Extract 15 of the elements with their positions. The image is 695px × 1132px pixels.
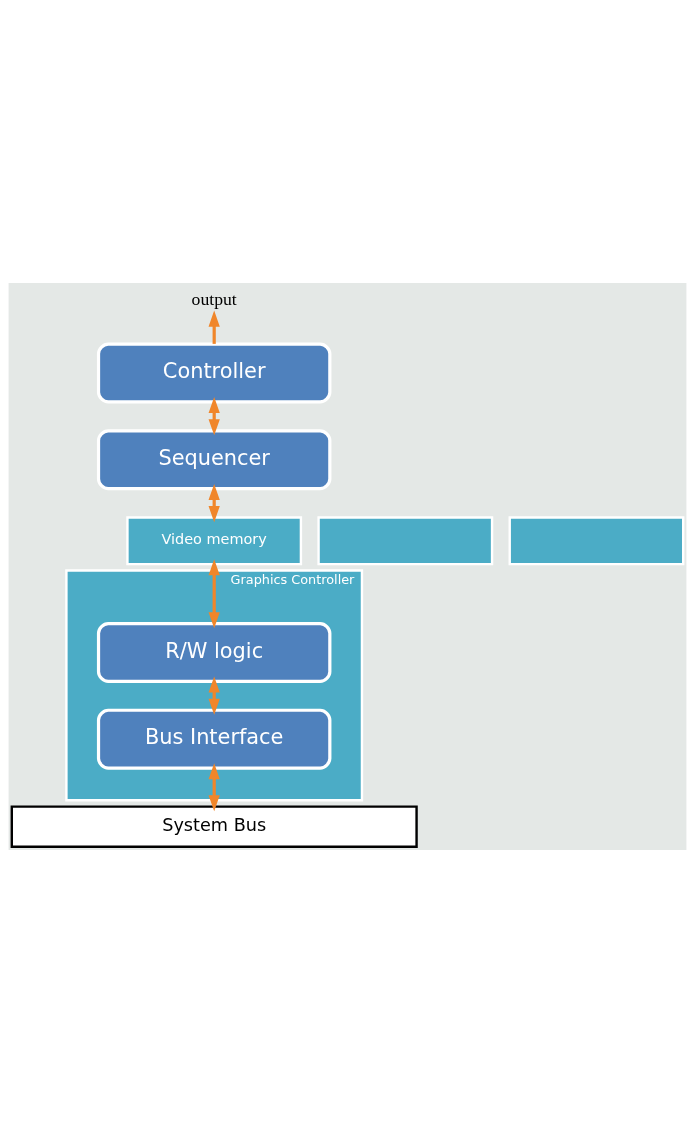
arrow [208, 396, 220, 435]
node-box: R/W logic [96, 621, 332, 683]
node-text: output [191, 288, 237, 309]
node-box: Controller [96, 341, 332, 403]
arrow [208, 483, 220, 522]
node-box: Sequencer [96, 428, 332, 490]
arrow [208, 558, 220, 628]
arrow [208, 310, 220, 344]
node-box: System Bus [10, 804, 418, 848]
node-box: Video memory [126, 515, 303, 565]
arrow [208, 762, 220, 811]
node-box [508, 515, 685, 565]
node-box [317, 515, 494, 565]
arrow [208, 676, 220, 715]
node-box: Bus Interface [96, 708, 332, 770]
